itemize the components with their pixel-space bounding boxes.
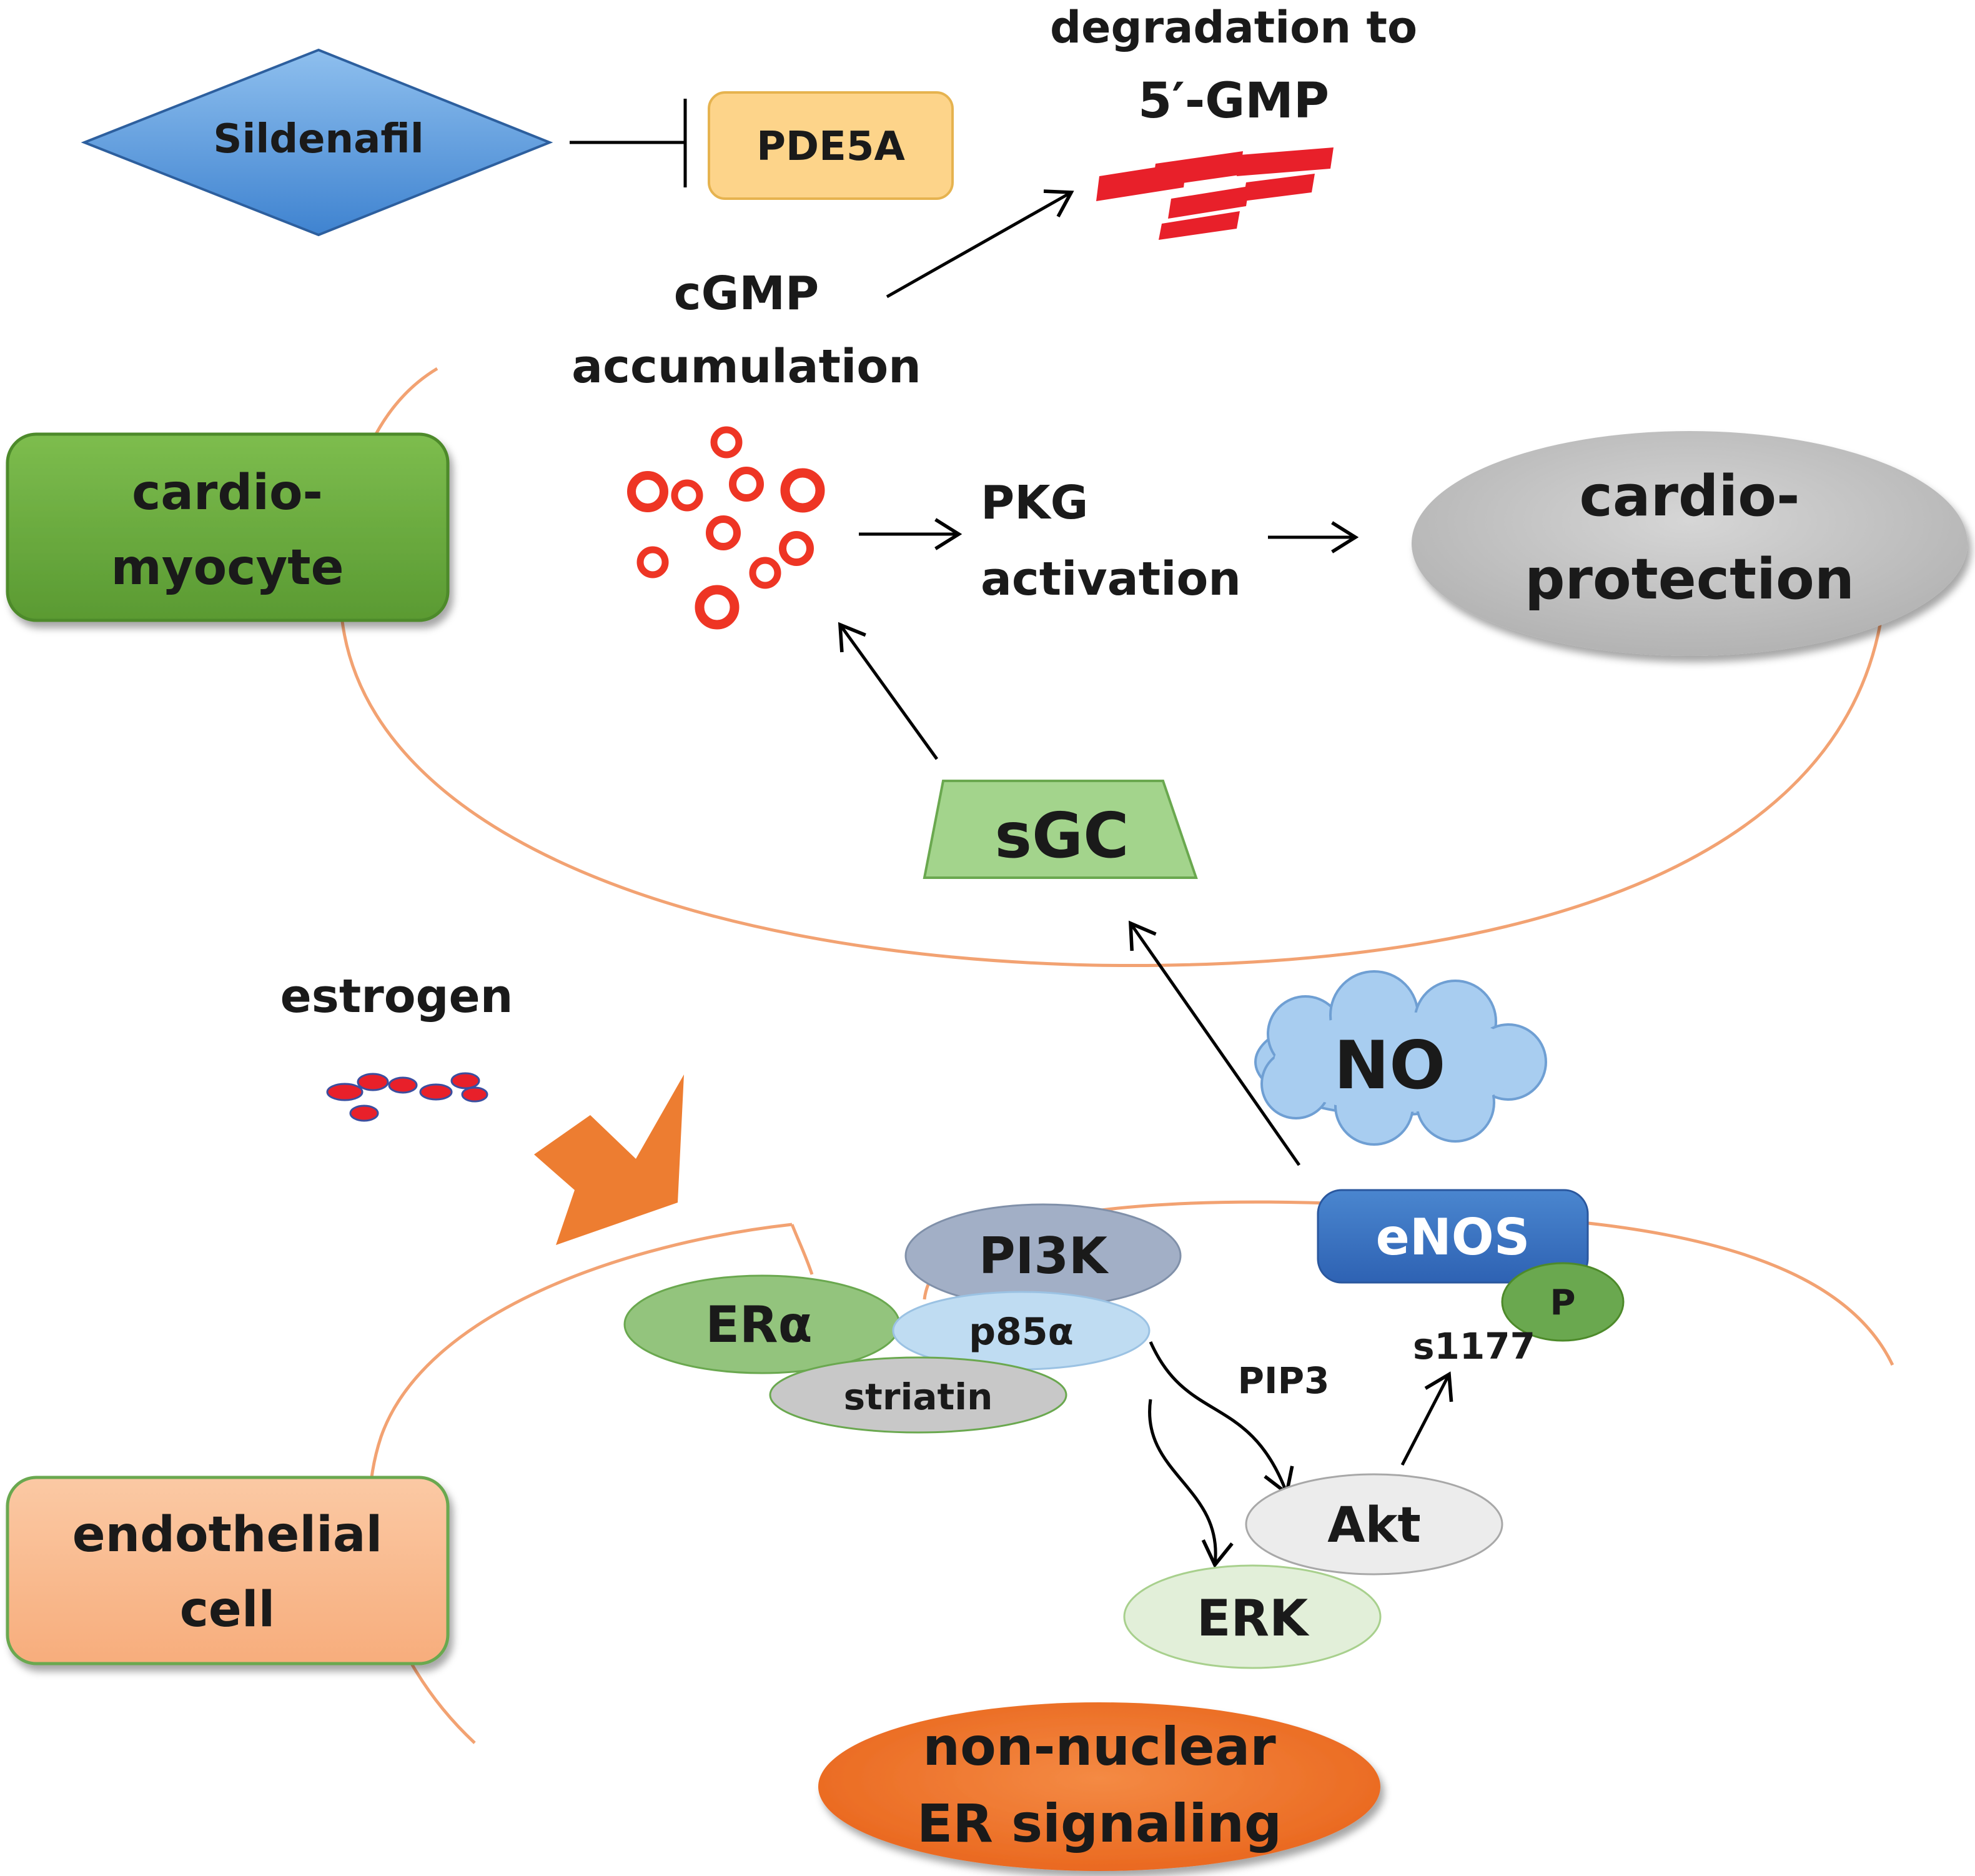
endothelial-label: endothelial cell [6, 1476, 450, 1665]
pkg-label-line1: PKG [981, 476, 1088, 530]
cgmp-label-line2: accumulation [572, 340, 921, 394]
arrow-cgmp-to-degradation [886, 189, 1074, 299]
arrow-sgc-to-cgmp [838, 622, 939, 760]
striatin-label: striatin [844, 1376, 993, 1418]
arrow-pi3k-to-akt [1149, 1341, 1294, 1496]
cardiomyocyte-box [6, 432, 450, 622]
cardioprotection-node: cardio- protection [1412, 431, 1968, 656]
cgmp-label-line1: cGMP [674, 267, 819, 320]
estrogen-molecule [326, 1083, 364, 1101]
cgmp-molecule [636, 546, 669, 578]
erk-ellipse [1123, 1564, 1382, 1669]
estrogen-entry-arrow [534, 1074, 684, 1245]
sgc-label: sGC [995, 799, 1129, 872]
pde5a-label: PDE5A [756, 124, 905, 170]
non-nuclear-label-line2: ER signaling [917, 1793, 1282, 1854]
gmp-fragment [1237, 147, 1334, 176]
estrogen-molecule [349, 1104, 379, 1122]
cardiomyocyte-label-line2: myocyte [111, 540, 344, 596]
enos-node: eNOS [1317, 1189, 1589, 1284]
cgmp-molecule [671, 479, 703, 512]
pde5a-box [708, 91, 954, 200]
erk-label: ERK [1197, 1589, 1310, 1647]
sildenafil-diamond [81, 48, 553, 237]
endothelial-label-line2: cell [180, 1582, 275, 1638]
gmp-fragment [1159, 211, 1240, 240]
estrogen-molecule [450, 1072, 480, 1089]
sildenafil-label: Sildenafil [213, 116, 423, 162]
cgmp-molecule [627, 471, 668, 512]
enos-box [1317, 1189, 1589, 1284]
arrow-enos-to-sgc [1128, 920, 1301, 1166]
non-nuclear-label-line1: non-nuclear [923, 1716, 1276, 1777]
endothelial-label-line1: endothelial [72, 1507, 382, 1563]
er-alpha-label: ERα [705, 1296, 812, 1354]
phospho-node: P [1501, 1262, 1625, 1342]
er-alpha-node: ERα [623, 1274, 901, 1374]
akt-ellipse [1245, 1473, 1503, 1576]
cgmp-molecule [729, 467, 764, 502]
degradation-label-line2: 5′-GMP [1138, 73, 1329, 129]
degradation-label-line1: degradation to [1050, 2, 1417, 53]
striatin-ellipse [769, 1356, 1067, 1434]
endothelial-membrane-left-tip [790, 1224, 814, 1275]
estrogen-molecule [419, 1083, 453, 1101]
estrogen-molecule [388, 1076, 418, 1094]
cgmp-dots [627, 426, 825, 630]
estrogen-molecule [461, 1086, 488, 1103]
phospho-label: P [1550, 1283, 1575, 1323]
cgmp-molecule [780, 468, 825, 513]
phospho-circle [1501, 1262, 1625, 1342]
cardiomyocyte-label: cardio- myocyte [6, 432, 450, 622]
gmp-fragment [1243, 174, 1315, 201]
pi3k-node: PI3K [904, 1203, 1182, 1308]
gmp-fragments [1096, 147, 1334, 240]
arrow-pi3k-to-erk [1148, 1399, 1234, 1569]
estrogen-label: estrogen [280, 970, 513, 1023]
sildenafil-node: Sildenafil [81, 48, 553, 237]
pip3-label: PIP3 [1238, 1359, 1330, 1402]
cardioprotection-ellipse [1412, 431, 1968, 656]
enos-label: eNOS [1376, 1208, 1530, 1266]
estrogen-molecule [357, 1073, 389, 1091]
non-nuclear-ellipse [818, 1702, 1380, 1871]
cardioprotection-label-line2: protection [1525, 547, 1854, 612]
cardioprotection-label-line1: cardio- [1580, 464, 1800, 529]
estrogen-dots [326, 1072, 488, 1122]
arrow-akt-to-s1177 [1400, 1371, 1453, 1466]
site-label: s1177 [1413, 1325, 1535, 1367]
sgc-node: sGC [923, 780, 1198, 879]
no-label: NO [1334, 1027, 1446, 1104]
cgmp-molecule [706, 515, 741, 550]
pde5a-node: PDE5A [708, 91, 954, 200]
cgmp-molecule [749, 557, 781, 589]
gmp-fragment [1152, 151, 1243, 187]
cgmp-molecule [710, 426, 743, 459]
non-nuclear-signaling-node: non-nuclear ER signaling [818, 1702, 1380, 1871]
sgc-trapezoid [923, 780, 1198, 879]
striatin-node: striatin [769, 1356, 1067, 1434]
akt-label: Akt [1327, 1497, 1421, 1554]
endothelial-box [6, 1476, 450, 1665]
cardiomyocyte-label-line1: cardio- [132, 465, 323, 521]
pi3k-label: PI3K [979, 1227, 1109, 1285]
p85-label: p85α [969, 1310, 1074, 1354]
gmp-fragment [1168, 186, 1249, 219]
p85-node: p85α [892, 1291, 1151, 1371]
erk-node: ERK [1123, 1564, 1382, 1669]
no-cloud: NO [1254, 970, 1547, 1146]
cgmp-molecule [779, 531, 814, 566]
pkg-label-line2: activation [981, 552, 1241, 606]
cgmp-molecule [695, 585, 740, 630]
akt-node: Akt [1245, 1473, 1503, 1576]
